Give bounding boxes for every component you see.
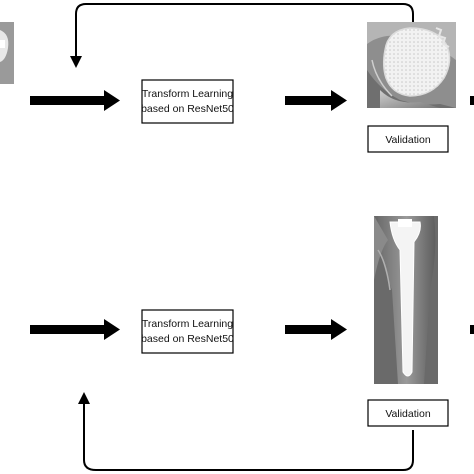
feedback-loop-bottom	[78, 392, 414, 471]
right-edge-stub-bottom	[470, 325, 474, 334]
model-label-line1-top: Transform Learning	[142, 88, 233, 100]
validation-label-top: Validation	[385, 134, 430, 146]
output-arrow-top	[285, 90, 347, 111]
feedback-loop-top	[70, 3, 414, 68]
model-label-line2-bottom: based on ResNet50	[141, 333, 234, 345]
model-label-line1-bottom: Transform Learning	[142, 318, 233, 330]
validation-box-top: Validation	[367, 125, 449, 153]
model-box-top: Transform Learning based on ResNet50	[141, 79, 234, 124]
left-partial-xray-top	[0, 22, 14, 84]
model-box-bottom: Transform Learning based on ResNet50	[141, 309, 234, 354]
input-arrow-bottom	[30, 319, 120, 340]
model-label-line2-top: based on ResNet50	[141, 103, 234, 115]
xray-image-top	[367, 22, 456, 108]
xray-image-bottom	[374, 216, 438, 384]
input-arrow-top	[30, 90, 120, 111]
validation-label-bottom: Validation	[385, 408, 430, 420]
validation-box-bottom: Validation	[367, 399, 449, 427]
right-edge-stub-top	[470, 96, 474, 105]
output-arrow-bottom	[285, 319, 347, 340]
